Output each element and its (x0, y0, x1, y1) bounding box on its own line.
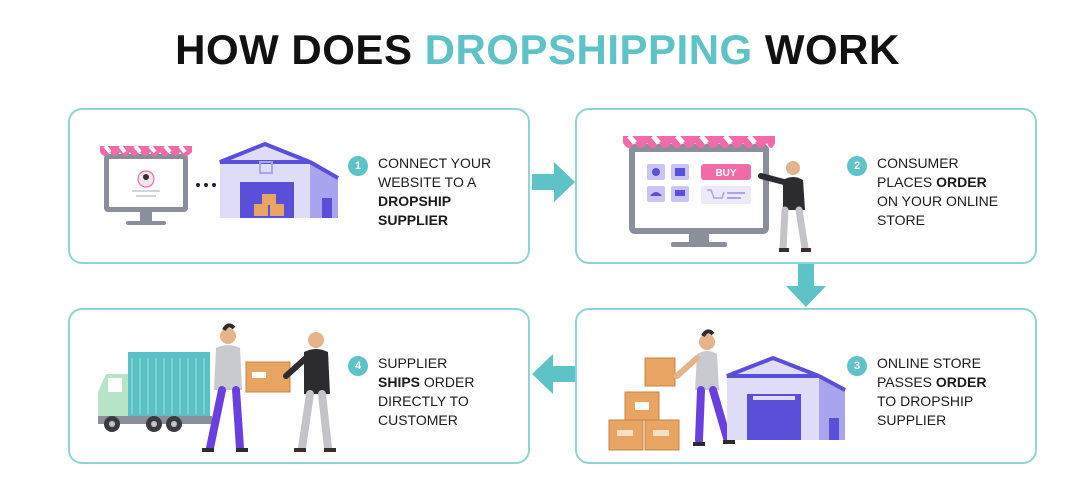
boxes-icon (608, 357, 680, 451)
step-2-line-2a: PLACES (877, 174, 937, 190)
step-2-line-4: STORE (877, 212, 925, 228)
warehouse-icon (219, 141, 339, 218)
passes-order-illustration (608, 329, 846, 451)
consumer-order-illustration: BUY (623, 134, 811, 252)
step-3-line-2b: ORDER (935, 374, 987, 390)
title-part-3: WORK (752, 26, 900, 73)
arrow-down-icon (786, 264, 826, 307)
step-2-line-2b: ORDER (936, 174, 987, 190)
delivery-man-icon (202, 323, 248, 452)
buy-label: BUY (715, 168, 736, 179)
step-3-line-3: TO DROPSHIP (877, 393, 974, 409)
step-4-text: SUPPLIER SHIPS ORDER DIRECTLY TO CUSTOME… (378, 354, 528, 430)
step-number-badge: 3 (847, 356, 867, 376)
pink-awning-icon (100, 144, 192, 156)
step-number-badge: 2 (847, 156, 867, 176)
step-1-line-1: CONNECT YOUR (378, 155, 492, 171)
step-2-card: BUY 2 CONSUMER PLACES ORDER ON YOUR ONLI… (575, 108, 1037, 264)
worker-figure-icon (674, 329, 735, 446)
connect-store-illustration (100, 141, 339, 225)
step-2-line-1: CONSUMER (877, 155, 959, 171)
step-4-card: 4 SUPPLIER SHIPS ORDER DIRECTLY TO CUSTO… (68, 308, 530, 464)
step-1-line-2: WEBSITE TO A (378, 174, 477, 190)
step-3-card: 3 ONLINE STORE PASSES ORDER TO DROPSHIP … (575, 308, 1037, 464)
warehouse-icon (726, 355, 846, 440)
man-figure-icon (758, 161, 811, 252)
step-3-line-1: ONLINE STORE (877, 355, 981, 371)
delivery-truck-icon (98, 352, 212, 432)
ships-order-illustration (98, 323, 336, 452)
step-3-text: ONLINE STORE PASSES ORDER TO DROPSHIP SU… (877, 354, 1027, 430)
step-number-badge: 4 (348, 356, 368, 376)
step-4-line-4: CUSTOMER (378, 412, 458, 428)
step-3-line-4: SUPPLIER (877, 412, 947, 428)
step-4-line-3: DIRECTLY TO (378, 393, 469, 409)
step-number-badge: 1 (348, 156, 368, 176)
step-4-line-2a: SHIPS (378, 374, 421, 390)
parcel-box-icon (245, 361, 291, 393)
arrow-right-icon (532, 162, 575, 202)
step-1-text: CONNECT YOUR WEBSITE TO A DROPSHIP SUPPL… (378, 154, 528, 230)
step-1-line-3: DROPSHIP (378, 193, 452, 209)
pink-awning-icon (623, 134, 775, 148)
step-2-text: CONSUMER PLACES ORDER ON YOUR ONLINE STO… (877, 154, 1027, 230)
title-part-1: HOW DOES (175, 26, 425, 73)
step-2-line-3: ON YOUR ONLINE (877, 193, 999, 209)
step-1-line-4: SUPPLIER (378, 212, 449, 228)
step-4-line-2b: ORDER (420, 374, 475, 390)
arrow-left-icon (532, 354, 575, 394)
step-4-line-1: SUPPLIER (378, 355, 448, 371)
title-accent: DROPSHIPPING (424, 26, 753, 73)
step-3-line-2a: PASSES (877, 374, 936, 390)
page-title: HOW DOES DROPSHIPPING WORK (0, 26, 1075, 74)
customer-figure-icon (283, 332, 336, 452)
step-1-card: 1 CONNECT YOUR WEBSITE TO A DROPSHIP SUP… (68, 108, 530, 264)
